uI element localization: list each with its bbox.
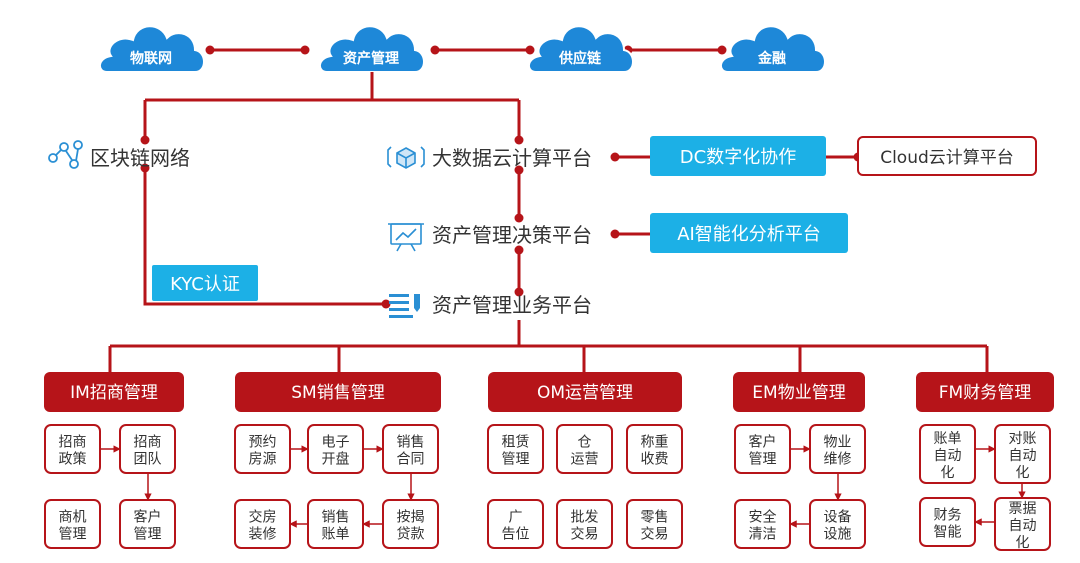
module-item-label: 设备设施	[824, 509, 852, 543]
module-item-label: 票据自动化	[1009, 501, 1037, 551]
module-item: 招商政策	[44, 424, 101, 474]
node-decision-platform: 资产管理决策平台	[388, 223, 592, 252]
module-item: 财务智能	[919, 497, 976, 547]
module-item: 仓运营	[556, 424, 613, 474]
module-item-label: 账单自动化	[934, 431, 962, 481]
module-item: 电子开盘	[307, 424, 364, 474]
module-item-label: 客户管理	[749, 434, 777, 468]
cube-icon	[387, 146, 425, 169]
module-item-label: 财务智能	[934, 508, 962, 541]
module-item: 交房装修	[234, 499, 291, 549]
module-header: FM财务管理	[916, 372, 1054, 412]
cloud-label: 供应链	[558, 50, 602, 67]
module-item: 广告位	[487, 499, 544, 549]
cloud-label: 金融	[757, 50, 786, 67]
module-item-label: 商机管理	[59, 510, 87, 543]
module-title: SM销售管理	[291, 383, 384, 403]
cloud-iot: 物联网	[99, 25, 205, 73]
module-item: 称重收费	[626, 424, 683, 474]
decision-label: 资产管理决策平台	[432, 223, 592, 247]
module-header: SM销售管理	[235, 372, 441, 412]
module-item-label: 安全清洁	[749, 509, 777, 543]
module-title: EM物业管理	[752, 383, 845, 403]
module-item: 招商团队	[119, 424, 176, 474]
business-label: 资产管理业务平台	[432, 293, 592, 317]
module-header: EM物业管理	[733, 372, 865, 412]
module-header: OM运营管理	[488, 372, 682, 412]
module-item: 客户管理	[734, 424, 791, 474]
module-item: 预约房源	[234, 424, 291, 474]
cloud-supply-chain: 供应链	[528, 25, 634, 73]
module-item-label: 销售账单	[322, 510, 350, 543]
bigdata-label: 大数据云计算平台	[432, 146, 592, 170]
module-item: 商机管理	[44, 499, 101, 549]
module-item-label: 仓运营	[571, 435, 599, 468]
list-icon	[389, 294, 420, 318]
module-item-label: 销售合同	[397, 435, 425, 468]
node-business-platform: 资产管理业务平台	[389, 293, 592, 318]
module-title: IM招商管理	[70, 383, 158, 403]
node-cloud-computing: Cloud云计算平台	[857, 136, 1037, 176]
cloud-asset-management: 资产管理	[319, 25, 425, 73]
module-item-label: 零售交易	[641, 510, 669, 543]
dc-label: DC数字化协作	[680, 147, 796, 168]
module-item-label: 称重收费	[641, 435, 669, 468]
cloud-platform-label: Cloud云计算平台	[880, 148, 1014, 168]
module-item: 设备设施	[809, 499, 866, 549]
module-item: 按揭贷款	[382, 499, 439, 549]
module-item-label: 招商政策	[59, 435, 87, 468]
module-item: 零售交易	[626, 499, 683, 549]
module-item-label: 预约房源	[249, 435, 277, 468]
module-item: 账单自动化	[919, 424, 976, 484]
module-item-label: 交房装修	[249, 509, 277, 543]
module-item-label: 租赁管理	[502, 435, 530, 468]
module-item-label: 对账自动化	[1009, 431, 1037, 481]
module-title: FM财务管理	[939, 383, 1031, 403]
module-item-label: 广告位	[502, 510, 530, 543]
kyc-label: KYC认证	[170, 274, 240, 295]
blockchain-label: 区块链网络	[90, 146, 190, 170]
presentation-chart-icon	[388, 223, 424, 252]
module-item: 批发交易	[556, 499, 613, 549]
module-item: 票据自动化	[994, 497, 1051, 551]
module-item-label: 客户管理	[134, 509, 162, 543]
network-icon	[48, 140, 83, 169]
module-item: 客户管理	[119, 499, 176, 549]
module-item: 物业维修	[809, 424, 866, 474]
module-item-label: 电子开盘	[322, 435, 350, 468]
node-blockchain-network: 区块链网络	[48, 140, 190, 170]
module-item: 销售账单	[307, 499, 364, 549]
module-header: IM招商管理	[44, 372, 184, 412]
module-item: 销售合同	[382, 424, 439, 474]
cloud-finance: 金融	[720, 25, 826, 73]
ai-label: AI智能化分析平台	[677, 224, 821, 245]
module-item: 安全清洁	[734, 499, 791, 549]
node-bigdata-platform: 大数据云计算平台	[387, 146, 592, 170]
node-dc-collaboration: DC数字化协作	[650, 136, 826, 176]
module-item-label: 招商团队	[134, 435, 162, 468]
cloud-label: 物联网	[130, 50, 172, 67]
connector-blockchain-to-business	[143, 168, 386, 306]
module-item-label: 按揭贷款	[397, 510, 425, 543]
module-item: 租赁管理	[487, 424, 544, 474]
module-title: OM运营管理	[537, 383, 633, 403]
module-item: 对账自动化	[994, 424, 1051, 484]
module-item-label: 物业维修	[824, 435, 852, 468]
cloud-label: 资产管理	[343, 50, 399, 67]
node-ai-analysis: AI智能化分析平台	[650, 213, 848, 253]
node-kyc: KYC认证	[152, 265, 258, 301]
module-item-label: 批发交易	[571, 510, 599, 543]
